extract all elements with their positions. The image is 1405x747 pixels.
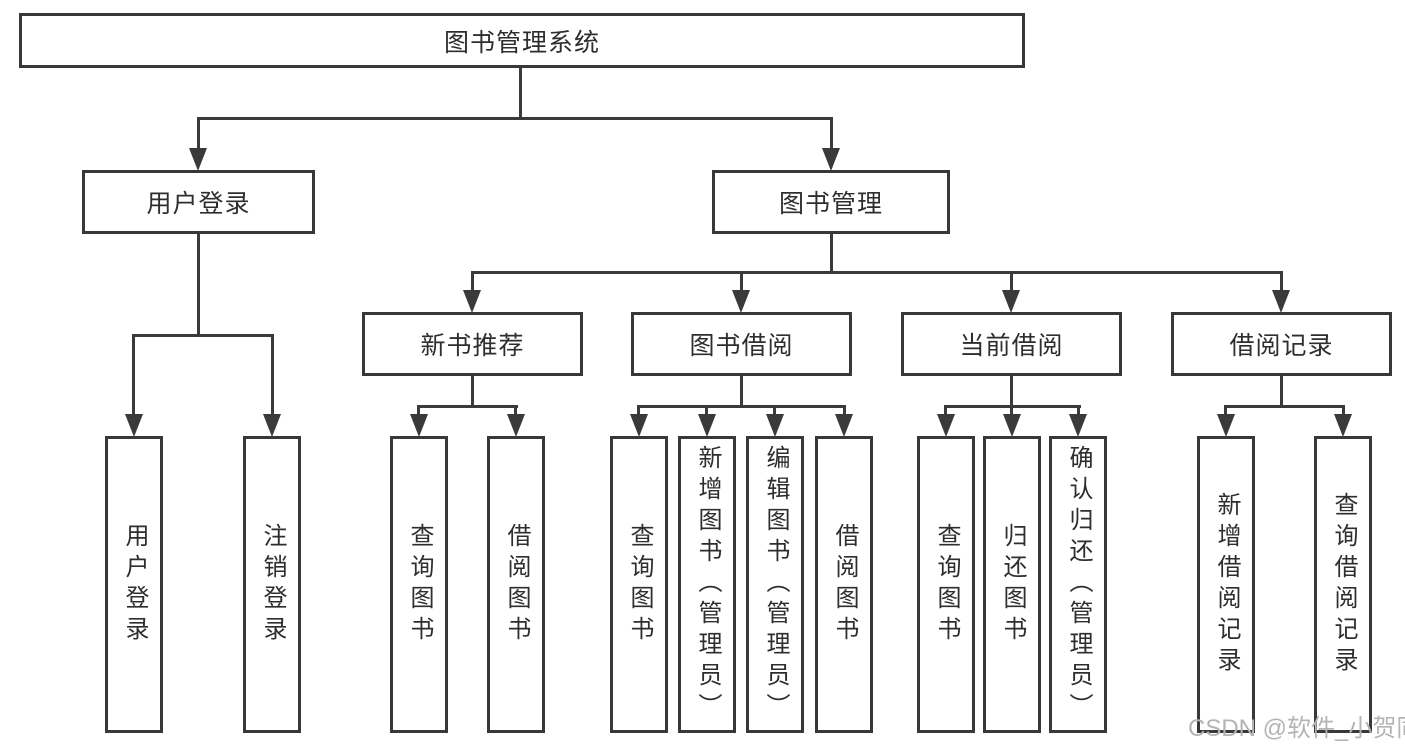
arrowhead-down-icon [1069, 414, 1087, 437]
node-leaf-borrow-borrow-book: 借阅图书 [815, 436, 873, 733]
arrowhead-down-icon [189, 148, 207, 171]
arrowhead-down-icon [1334, 414, 1352, 437]
connector-line [197, 117, 832, 120]
arrowhead-down-icon [1272, 290, 1290, 313]
node-leaf-logout: 注销登录 [243, 436, 301, 733]
node-leaf-records-query-record: 查询借阅记录 [1314, 436, 1372, 733]
node-leaf-user-login: 用户登录 [105, 436, 163, 733]
connector-line [637, 405, 846, 408]
connector-line [740, 376, 743, 407]
connector-line [471, 376, 474, 407]
node-label: 借阅记录 [1229, 332, 1334, 360]
connector-line [1010, 376, 1013, 407]
arrowhead-down-icon [125, 414, 143, 437]
arrowhead-down-icon [1217, 414, 1235, 437]
connector-line [830, 117, 833, 149]
node-label: 确认归还（管理员） [1065, 445, 1092, 724]
node-label: 注销登录 [259, 522, 286, 647]
connector-line [197, 117, 200, 149]
node-borrow-records: 借阅记录 [1171, 312, 1392, 376]
arrowhead-down-icon [835, 414, 853, 437]
arrowhead-down-icon [507, 414, 525, 437]
node-user-login: 用户登录 [82, 170, 315, 234]
connector-line [417, 405, 518, 408]
node-label: 借阅图书 [831, 522, 858, 647]
connector-line [471, 271, 1283, 274]
arrowhead-down-icon [1002, 290, 1020, 313]
arrowhead-down-icon [822, 148, 840, 171]
arrowhead-down-icon [630, 414, 648, 437]
connector-line [705, 405, 708, 416]
node-label: 新书推荐 [420, 332, 525, 360]
connector-line [471, 271, 474, 292]
node-root-system: 图书管理系统 [19, 13, 1025, 68]
node-leaf-current-query-book: 查询图书 [917, 436, 975, 733]
node-leaf-borrow-edit-book-admin: 编辑图书（管理员） [746, 436, 804, 733]
node-leaf-records-add-record: 新增借阅记录 [1197, 436, 1255, 733]
connector-line [514, 405, 517, 416]
node-leaf-recommend-borrow-book: 借阅图书 [487, 436, 545, 733]
arrowhead-down-icon [698, 414, 716, 437]
connector-line [1280, 271, 1283, 292]
csdn-watermark: CSDN @软件_小贺同学 [1188, 715, 1405, 742]
node-label: 用户登录 [121, 522, 148, 647]
node-label: 借阅图书 [503, 522, 530, 647]
connector-line [197, 234, 200, 336]
arrowhead-down-icon [263, 414, 281, 437]
connector-line [417, 405, 420, 416]
node-book-management: 图书管理 [712, 170, 950, 234]
connector-line [1342, 405, 1345, 416]
node-current-borrow: 当前借阅 [901, 312, 1122, 376]
node-label: 图书管理系统 [443, 28, 600, 57]
connector-line [271, 334, 274, 416]
connector-line [132, 334, 135, 416]
arrowhead-down-icon [937, 414, 955, 437]
node-label: 查询图书 [406, 522, 433, 647]
connector-line [843, 405, 846, 416]
connector-line [740, 271, 743, 292]
node-leaf-current-return-book: 归还图书 [983, 436, 1041, 733]
node-label: 图书借阅 [689, 332, 794, 360]
arrowhead-down-icon [732, 290, 750, 313]
node-label: 归还图书 [999, 522, 1026, 647]
connector-line [1224, 405, 1345, 408]
connector-line [1224, 405, 1227, 416]
arrowhead-down-icon [766, 414, 784, 437]
node-book-borrow: 图书借阅 [631, 312, 852, 376]
connector-line [1010, 405, 1013, 416]
connector-line [830, 234, 833, 273]
node-label: 查询图书 [933, 522, 960, 647]
node-leaf-borrow-query-book: 查询图书 [610, 436, 668, 733]
node-leaf-borrow-add-book-admin: 新增图书（管理员） [678, 436, 736, 733]
arrowhead-down-icon [1003, 414, 1021, 437]
node-label: 用户登录 [146, 190, 251, 218]
connector-line [637, 405, 640, 416]
connector-line [132, 334, 274, 337]
node-leaf-recommend-query-book: 查询图书 [390, 436, 448, 733]
node-label: 编辑图书（管理员） [762, 445, 789, 724]
arrowhead-down-icon [410, 414, 428, 437]
connector-line [773, 405, 776, 416]
connector-line [519, 67, 522, 119]
node-label: 查询借阅记录 [1330, 491, 1357, 678]
node-label: 新增借阅记录 [1213, 491, 1240, 678]
connector-line [1280, 376, 1283, 407]
node-label: 新增图书（管理员） [694, 445, 721, 724]
node-leaf-current-confirm-return-admin: 确认归还（管理员） [1049, 436, 1107, 733]
node-new-book-recommend: 新书推荐 [362, 312, 583, 376]
connector-line [1077, 405, 1080, 416]
connector-line [1010, 271, 1013, 292]
connector-line [944, 405, 947, 416]
arrowhead-down-icon [463, 290, 481, 313]
node-label: 查询图书 [626, 522, 653, 647]
node-label: 图书管理 [778, 190, 883, 218]
node-label: 当前借阅 [959, 332, 1064, 360]
